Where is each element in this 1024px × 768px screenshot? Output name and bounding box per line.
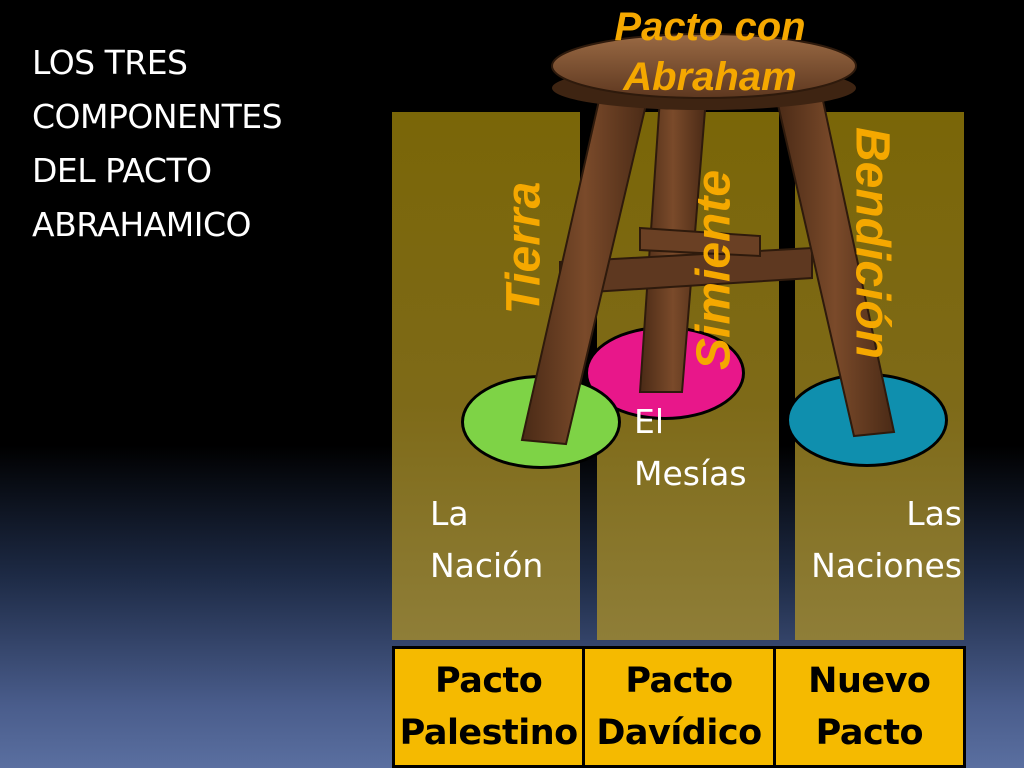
stool-title-line: Pacto con <box>614 5 806 49</box>
pacto-cell-nuevo: Nuevo Pacto <box>776 649 963 765</box>
leg-label-tierra: Tierra <box>497 181 551 315</box>
label-line: El <box>634 402 665 441</box>
label-las-naciones: Las Naciones <box>786 488 962 592</box>
pacto-line: Pacto <box>434 661 543 701</box>
title-line: ABRAHAMICO <box>32 205 252 244</box>
stool-title-line: Abraham <box>623 55 797 99</box>
stool-stretcher <box>639 226 761 258</box>
leg-label-bendicion: Bendición <box>845 126 899 360</box>
title-line: COMPONENTES <box>32 97 283 136</box>
slide-title: LOS TRES COMPONENTES DEL PACTO ABRAHAMIC… <box>32 36 372 252</box>
label-el-mesias: El Mesías <box>634 396 747 500</box>
label-line: Mesías <box>634 454 747 493</box>
pacto-line: Pacto <box>815 713 924 753</box>
leg-label-simiente: Simiente <box>687 169 741 371</box>
title-line: LOS TRES <box>32 43 188 82</box>
label-line: Nación <box>430 546 544 585</box>
pacto-line: Nuevo <box>808 661 931 701</box>
pacto-line: Palestino <box>399 713 579 753</box>
label-la-nacion: La Nación <box>430 488 543 592</box>
pactos-table: Pacto Palestino Pacto Davídico Nuevo Pac… <box>392 646 966 768</box>
title-line: DEL PACTO <box>32 151 212 190</box>
stool-seat <box>551 33 857 99</box>
label-line: Naciones <box>811 546 962 585</box>
label-line: La <box>430 494 469 533</box>
stool-title: Pacto con Abraham <box>560 2 860 102</box>
label-line: Las <box>906 494 962 533</box>
pacto-line: Pacto <box>625 661 733 701</box>
pacto-line: Davídico <box>596 713 762 753</box>
pacto-cell-davidico: Pacto Davídico <box>585 649 776 765</box>
pacto-cell-palestino: Pacto Palestino <box>395 649 586 765</box>
